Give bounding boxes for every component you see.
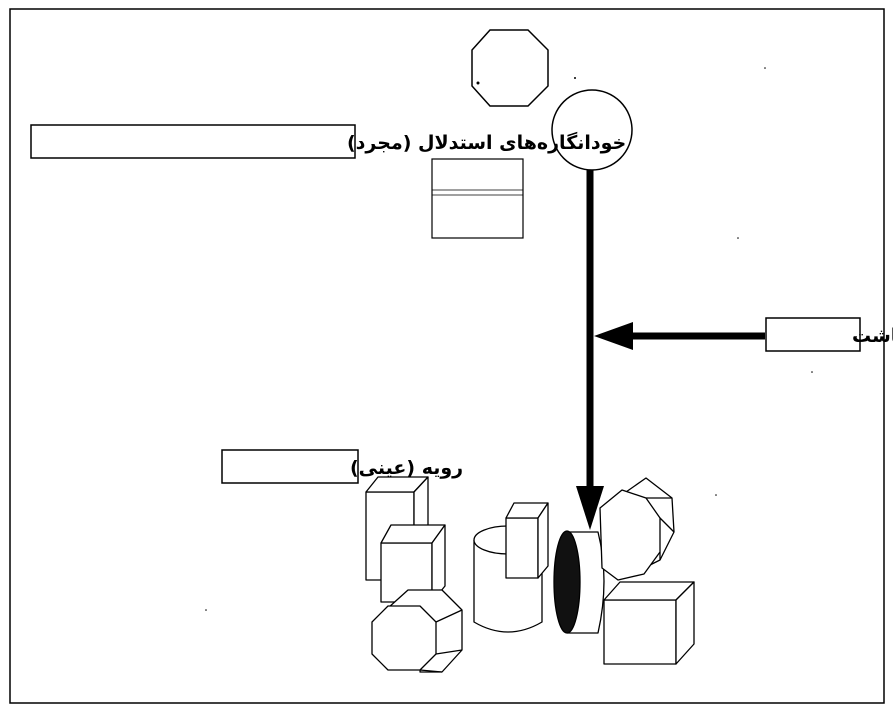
mapping-label-box (765, 317, 861, 352)
octagonal-prism-right-object (599, 477, 675, 581)
octagon-dot (476, 81, 480, 85)
mapping-vertical-arrowhead (576, 486, 604, 530)
mapping-label: نگاشت (852, 324, 893, 347)
outer-frame (9, 8, 885, 704)
speck (764, 67, 766, 69)
mapping-horizontal-arrowhead (594, 322, 633, 350)
rectangle-schema (431, 158, 524, 239)
large-cube-object (603, 581, 695, 665)
speck (205, 609, 207, 611)
circle-schema (551, 89, 633, 171)
abstract-schemas-label: خودانگاره‌های استدلال (مجرد) (347, 131, 626, 154)
small-upright-box-object (505, 502, 549, 579)
speck (715, 494, 717, 496)
concrete-scene-label: رویه (عینی) (350, 457, 463, 479)
speck (811, 371, 813, 373)
horizontal-cylinder-object (553, 530, 605, 634)
abstract-label-box (30, 124, 356, 159)
speck (574, 77, 576, 79)
octagonal-prism-left-object (371, 589, 463, 673)
speck (737, 237, 739, 239)
concrete-label-box (221, 449, 359, 484)
octagon-schema (471, 29, 549, 107)
